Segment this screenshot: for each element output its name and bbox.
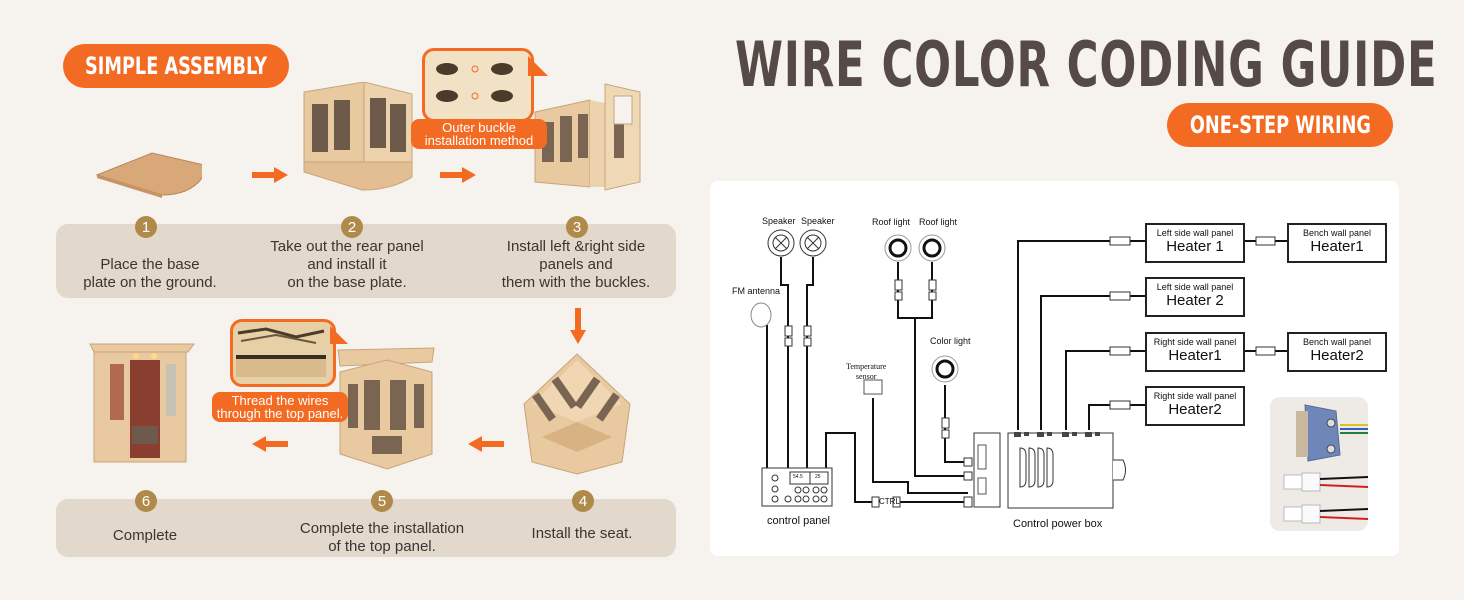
step-4-text: Install the seat. <box>531 525 633 542</box>
step-number-6: 6 <box>135 490 157 512</box>
step-2-text: Take out the rear panel and install it o… <box>270 238 424 291</box>
arrow-right-icon <box>252 167 288 183</box>
steps-row-2 <box>56 499 676 557</box>
callout-pointer <box>330 326 348 344</box>
heater-location: Left side wall panel <box>1156 282 1234 292</box>
heater-box-bench-2: Bench wall panel Heater2 <box>1287 332 1387 372</box>
buckle-callout-label: Outer buckle installation method <box>411 119 547 149</box>
heater-location: Right side wall panel <box>1153 337 1237 347</box>
panel-display-temp: 54.5 <box>793 474 803 480</box>
callout-pointer <box>528 56 548 76</box>
heater-box-bench-1: Bench wall panel Heater1 <box>1287 223 1387 263</box>
step6-complete-sauna-image <box>89 343 195 463</box>
step-number-4: 4 <box>572 490 594 512</box>
step1-base-plate-image <box>95 152 202 198</box>
speaker-1-label: Speaker <box>762 216 796 226</box>
step-number-1: 1 <box>135 216 157 238</box>
step-5-text: Complete the installation of the top pan… <box>299 520 465 555</box>
temp-sensor-label: Temperature sensor <box>846 362 887 381</box>
connector-cables-image <box>1283 404 1368 524</box>
heater-name: Heater1 <box>1310 238 1364 255</box>
step-3-text: Install left &right side panels and them… <box>501 238 651 291</box>
buckle-icons <box>436 63 513 102</box>
color-light-label: Color light <box>930 336 971 346</box>
wires-callout-label: Thread the wires through the top panel. <box>212 392 348 422</box>
step-number-2: 2 <box>341 216 363 238</box>
heater-box-right-2: Right side wall panel Heater2 <box>1145 386 1245 426</box>
heater-box-left-1: Left side wall panel Heater 1 <box>1145 223 1245 263</box>
heater-name: Heater2 <box>1168 401 1222 418</box>
simple-assembly-badge: SIMPLE ASSEMBLY <box>63 44 289 88</box>
heater-box-right-1: Right side wall panel Heater1 <box>1145 332 1245 372</box>
step-6-text: Complete <box>112 527 178 544</box>
wiring-title: WIRE COLOR CODING GUIDE <box>735 28 1438 101</box>
one-step-wiring-label: ONE-STEP WIRING <box>1189 111 1371 139</box>
power-box-label: Control power box <box>1013 518 1103 530</box>
panel-display-time: 25 <box>815 474 821 480</box>
arrow-right-icon <box>440 167 476 183</box>
heater-name: Heater2 <box>1310 347 1364 364</box>
heater-location: Left side wall panel <box>1156 228 1234 238</box>
arrow-left-icon <box>468 436 504 452</box>
heater-location: Right side wall panel <box>1153 391 1237 401</box>
arrow-down-icon <box>570 308 586 344</box>
heater-location: Bench wall panel <box>1302 228 1372 238</box>
step2-rear-panel-image <box>303 82 413 191</box>
heater-name: Heater 1 <box>1166 238 1224 255</box>
heater-box-left-2: Left side wall panel Heater 2 <box>1145 277 1245 317</box>
ctrl-label: CTRL <box>879 497 900 506</box>
control-panel-label: control panel <box>767 515 830 527</box>
roof-light-1-label: Roof light <box>872 217 911 227</box>
heater-name: Heater1 <box>1168 347 1222 364</box>
one-step-wiring-badge: ONE-STEP WIRING <box>1167 103 1393 147</box>
step4-seat-image <box>523 353 631 475</box>
wires-detail <box>236 325 326 377</box>
arrow-left-icon <box>252 436 288 452</box>
speaker-2-label: Speaker <box>801 216 835 226</box>
simple-assembly-label: SIMPLE ASSEMBLY <box>84 52 268 80</box>
heater-name: Heater 2 <box>1166 292 1224 309</box>
step-1-text: Place the base plate on the ground. <box>83 256 217 291</box>
step5-top-panel-image <box>337 347 435 470</box>
step-number-3: 3 <box>566 216 588 238</box>
step3-side-panels-image <box>534 83 641 191</box>
fm-antenna-label: FM antenna <box>732 286 781 296</box>
roof-light-2-label: Roof light <box>919 217 958 227</box>
heater-location: Bench wall panel <box>1302 337 1372 347</box>
step-number-5: 5 <box>371 490 393 512</box>
